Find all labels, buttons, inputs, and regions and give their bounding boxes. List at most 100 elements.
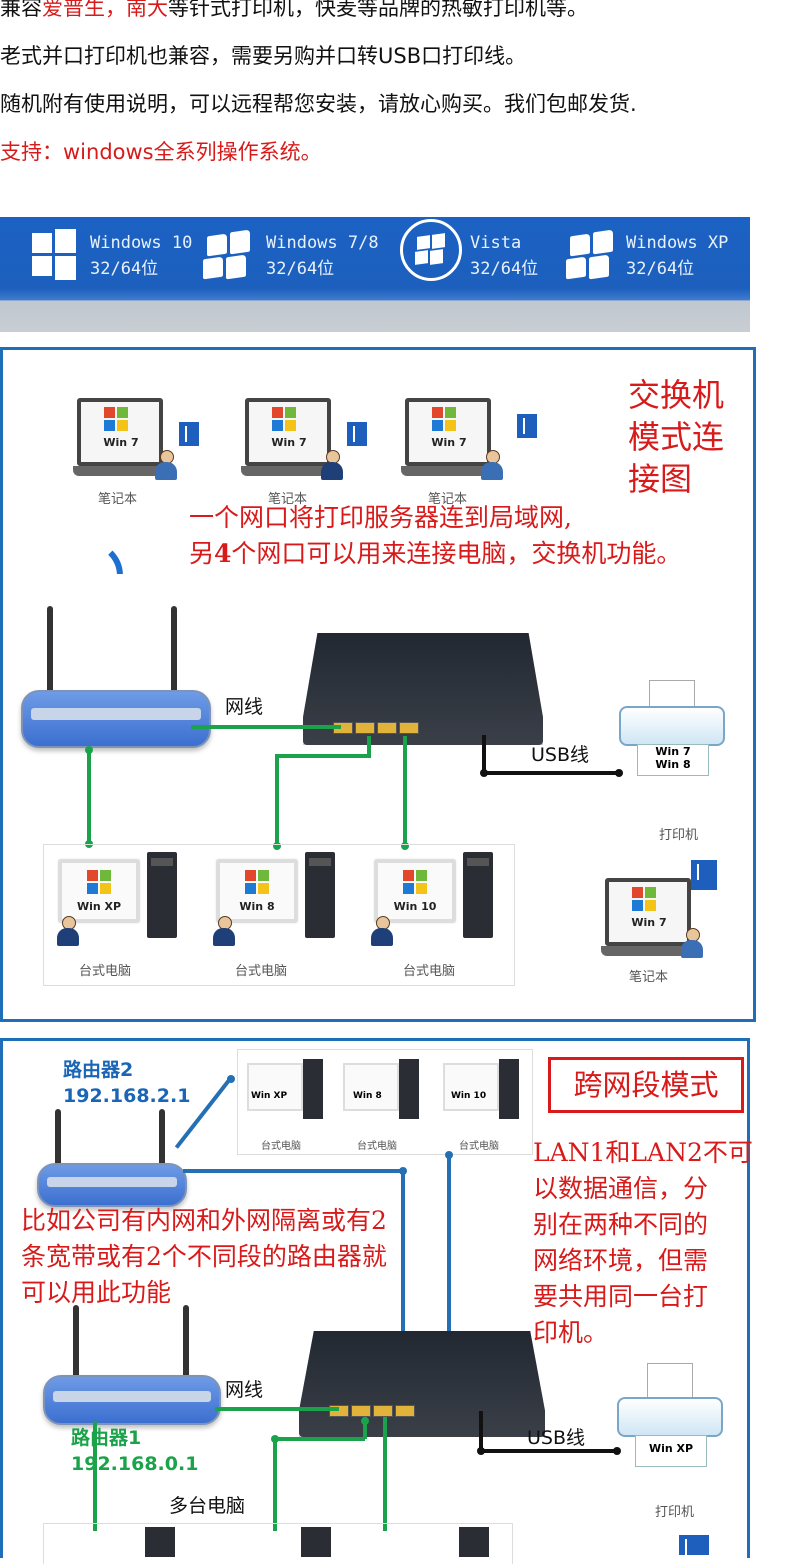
multi-pc-label: 多台电脑 <box>169 1495 246 1517</box>
user-icon <box>681 928 703 958</box>
user-icon <box>481 450 503 480</box>
windows-flag-icon <box>104 407 128 431</box>
network-cable <box>367 736 371 758</box>
switch-diagram-title-line-1: 交换机 <box>628 376 725 414</box>
intro-line-1: 兼容爱普生，南大等针式打印机，快麦等品牌的热敏打印机等。 <box>0 0 588 22</box>
usb-cable-joint <box>615 769 623 777</box>
user-icon <box>321 450 343 480</box>
desktop-bottom-tower <box>145 1527 175 1557</box>
lan2-cable-joint <box>227 1075 235 1083</box>
intro-line-4: 支持：windows全系列操作系统。 <box>0 140 322 164</box>
laptop-2: Win 7 <box>241 398 337 484</box>
switch-diagram-desc-1: 一个网口将打印服务器连到局域网, <box>189 503 572 532</box>
laptop-3-label: 笔记本 <box>428 492 468 507</box>
user-icon <box>213 916 235 946</box>
laptop-corner-os: Win 7 <box>631 916 667 929</box>
wireless-signal-icon <box>347 422 367 446</box>
os-item-1-name: Windows 10 <box>90 233 193 253</box>
user-icon <box>57 916 79 946</box>
lan1-cable <box>363 1417 367 1439</box>
lan-port <box>351 1405 371 1417</box>
os-item-3-bits: 32/64位 <box>470 259 539 279</box>
desktops-group-bottom <box>43 1523 513 1564</box>
router-2 <box>37 1163 187 1207</box>
router2-ip: 192.168.2.1 <box>63 1085 191 1107</box>
desktop-1: Win XP <box>59 852 179 952</box>
usb-cable-joint <box>477 1447 485 1455</box>
router1-antenna <box>183 1305 189 1385</box>
laptop-2-os: Win 7 <box>271 436 307 449</box>
os-item-2-name: Windows 7/8 <box>266 233 379 253</box>
desc-2-count: 4 <box>214 539 232 568</box>
router <box>21 690 211 748</box>
windows-flag-icon <box>87 870 111 894</box>
router2-antenna <box>159 1109 165 1179</box>
cable-joint <box>273 842 281 850</box>
router-antenna <box>47 606 53 698</box>
lan2-cable <box>183 1169 403 1173</box>
cable-label: 网线 <box>225 696 264 718</box>
router-antenna <box>171 606 177 698</box>
lan1-cable <box>383 1417 387 1531</box>
printer-label: 打印机 <box>659 828 699 843</box>
desktop-3-os: Win 10 <box>393 900 437 913</box>
laptop-corner: Win 7 <box>601 878 697 964</box>
windows-xp-logo-icon <box>566 227 616 283</box>
switch-diagram-desc-2: 另4个网口可以用来连接电脑，交换机功能。 <box>189 538 681 570</box>
intro-line-1a: 兼容 <box>0 0 42 20</box>
desktop-bottom-tower <box>459 1527 489 1557</box>
print-server-2 <box>299 1331 545 1437</box>
cross-diagram-desc-left: 比如公司有内网和外网隔离或有2 条宽带或有2个不同段的路由器就 可以用此功能 <box>21 1203 387 1311</box>
windows-flag-icon <box>272 407 296 431</box>
wireless-signal-icon <box>517 414 537 438</box>
desc-right-line-6: 印机。 <box>533 1318 609 1347</box>
lan2-cable-joint <box>445 1151 453 1159</box>
desktop-2-os: Win 8 <box>239 900 275 913</box>
desktop-3: Win 10 <box>375 852 495 952</box>
printer-os-1: Win 7 <box>655 745 691 758</box>
usb-cable <box>482 735 486 775</box>
windows-flag-icon <box>245 870 269 894</box>
lan1-cable <box>273 1439 277 1531</box>
intro-line-2: 老式并口打印机也兼容，需要另购并口转USB口打印线。 <box>0 44 527 68</box>
usb-cable <box>479 1449 619 1453</box>
cross-usb-label: USB线 <box>527 1427 586 1449</box>
desc-left-line-3: 可以用此功能 <box>21 1278 172 1307</box>
desktop-3-label: 台式电脑 <box>403 964 456 979</box>
desktop-top-3-os: Win 10 <box>451 1091 487 1101</box>
network-cable <box>403 736 407 846</box>
cross-diagram-desc-right: LAN1和LAN2不可 以数据通信，分 别在两种不同的 网络环境，但需 要共用同… <box>533 1135 753 1351</box>
desc-left-line-1: 比如公司有内网和外网隔离或有2 <box>21 1206 387 1235</box>
desktop-top-2: Win 8 <box>343 1059 429 1125</box>
user-icon <box>371 916 393 946</box>
windows-10-logo-icon <box>32 227 76 283</box>
laptop-1-os: Win 7 <box>103 436 139 449</box>
lan-port <box>373 1405 393 1417</box>
printer: Win 7 Win 8 <box>619 680 725 776</box>
cross-cable-label: 网线 <box>225 1379 264 1401</box>
desktop-1-label: 台式电脑 <box>79 964 132 979</box>
router1-ip: 192.168.0.1 <box>71 1453 199 1475</box>
desc-right-line-3: 别在两种不同的 <box>533 1210 709 1239</box>
laptop-3-os: Win 7 <box>431 436 467 449</box>
usb-cable-joint <box>613 1447 621 1455</box>
switch-diagram-title: 交换机 模式连 接图 <box>628 374 724 500</box>
windows-flag-icon <box>632 887 656 911</box>
os-item-4-bits: 32/64位 <box>626 259 695 279</box>
lan2-cable <box>447 1153 451 1409</box>
desc-left-line-2: 条宽带或有2个不同段的路由器就 <box>21 1242 387 1271</box>
lan1-cable <box>215 1407 339 1411</box>
user-icon <box>155 450 177 480</box>
lan-port <box>395 1405 415 1417</box>
switch-mode-diagram: Win 7 笔记本 Win 7 笔记本 Win 7 笔记本 交换机 模式连 接图… <box>0 347 756 1022</box>
switch-diagram-title-line-2: 模式连 <box>628 418 725 456</box>
router-1 <box>43 1375 221 1425</box>
lan1-cable <box>93 1421 97 1531</box>
network-cable <box>275 756 279 846</box>
cross-diagram-title: 跨网段模式 <box>548 1057 744 1113</box>
laptop-1-label: 笔记本 <box>98 492 138 507</box>
desc-2-part-c: 个网口可以用来连接电脑，交换机功能。 <box>231 539 682 568</box>
printer-os-2: Win 8 <box>655 758 691 771</box>
os-banner: Windows 10 32/64位 Windows 7/8 32/64位 Vis… <box>0 217 750 332</box>
network-cable <box>87 748 91 844</box>
